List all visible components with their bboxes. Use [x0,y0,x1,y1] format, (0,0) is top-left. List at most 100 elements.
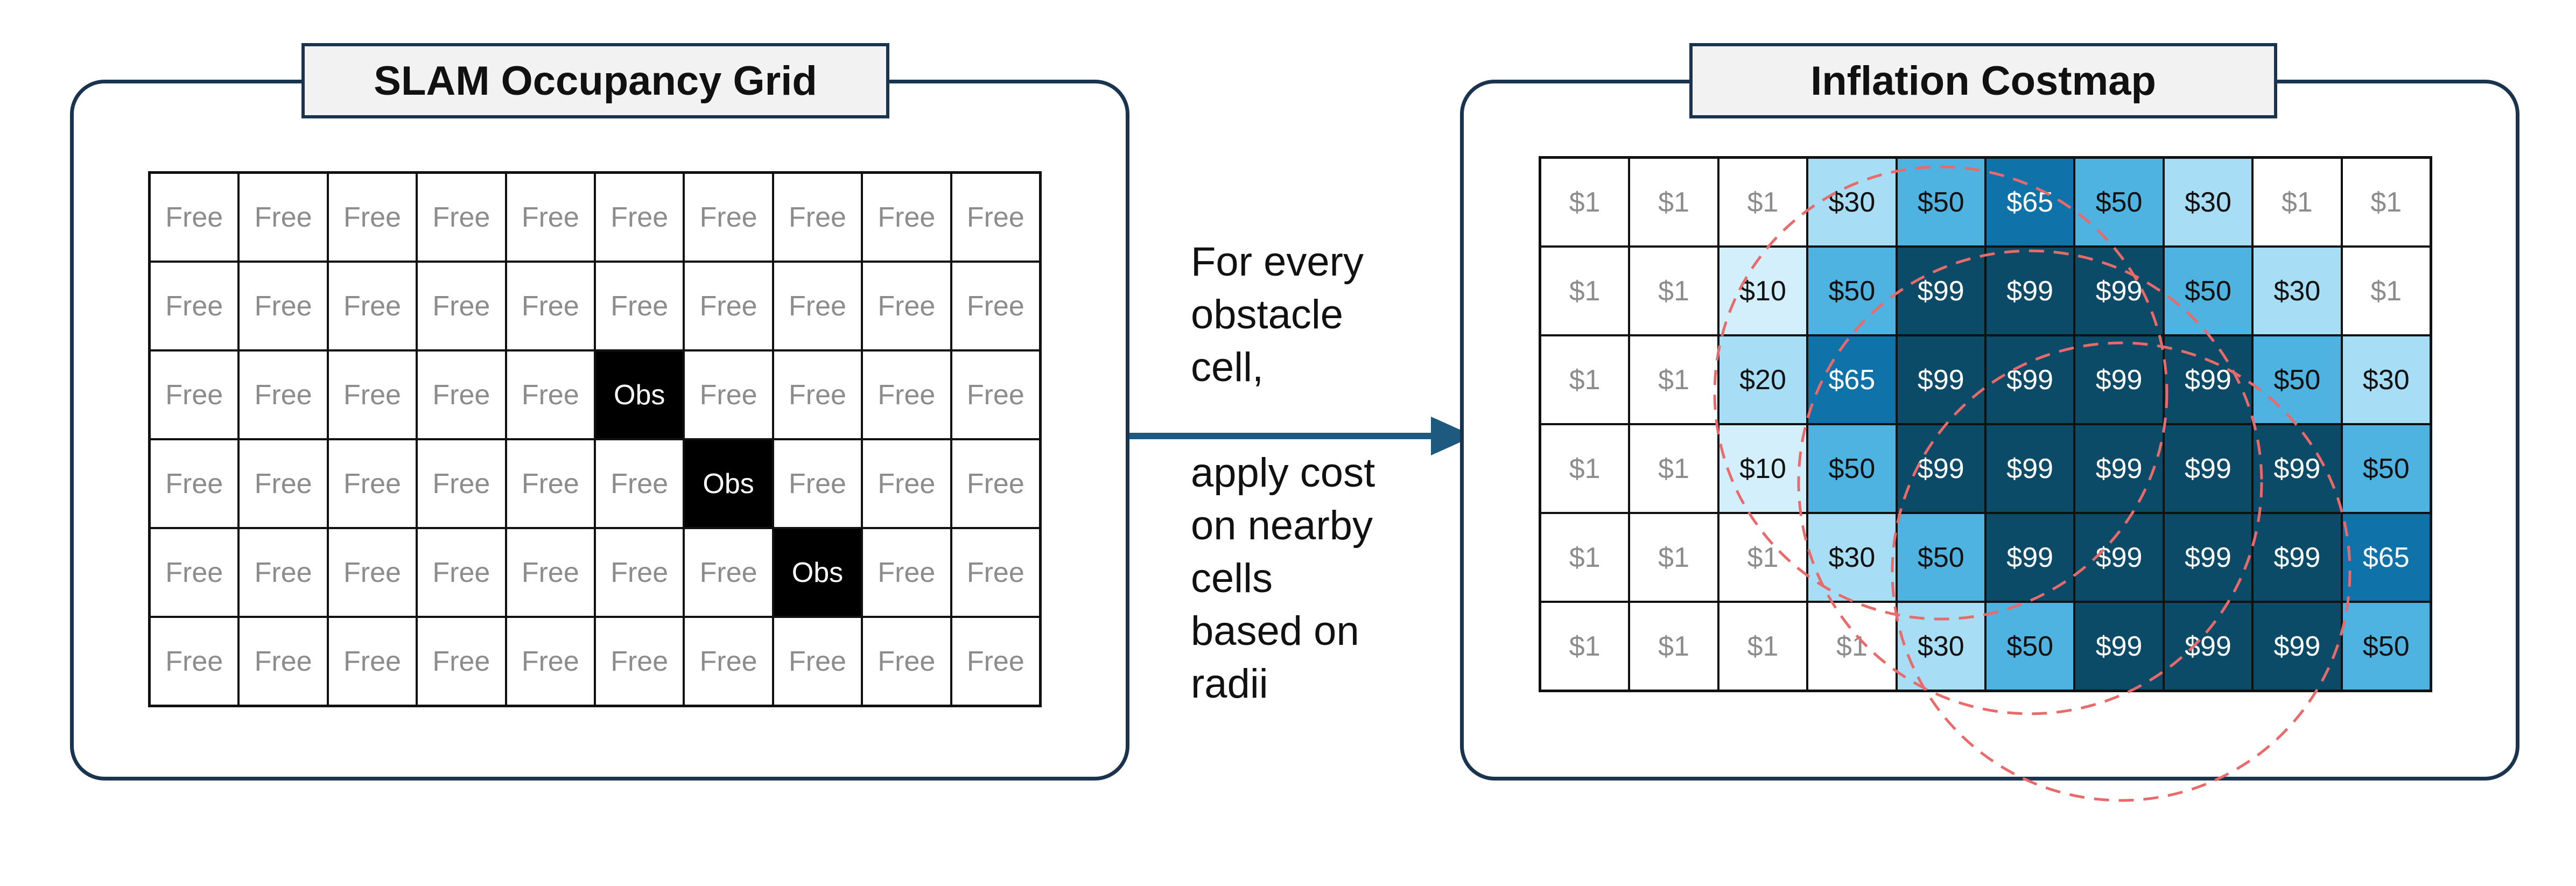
cost-cell: $99 [2252,424,2342,513]
free-cell: Free [506,617,595,706]
free-cell: Free [506,528,595,617]
cost-cell: $50 [2341,602,2431,691]
free-cell: Free [327,528,417,617]
free-cell: Free [951,350,1040,439]
cost-cell: $30 [2252,247,2342,335]
cost-cell: $99 [2074,424,2164,513]
cost-cell: $30 [2341,335,2431,424]
free-cell: Free [506,262,595,350]
cost-cell: $99 [1896,335,1985,424]
cost-cell: $1 [1718,513,1808,602]
cost-cell: $99 [1985,335,2075,424]
free-cell: Free [773,439,862,528]
cost-cell: $99 [2074,247,2164,335]
cost-cell: $50 [1985,602,2075,691]
obstacle-cell: Obs [773,528,862,617]
cost-cell: $1 [1629,602,1718,691]
free-cell: Free [684,617,773,706]
cost-cell: $99 [1985,424,2075,513]
cost-cell: $99 [2074,602,2164,691]
obstacle-cell: Obs [594,350,684,439]
free-cell: Free [951,173,1040,262]
free-cell: Free [150,350,239,439]
cost-cell: $1 [2341,247,2431,335]
cost-cell: $99 [2163,335,2253,424]
free-cell: Free [862,617,951,706]
cost-cell: $1 [1629,158,1718,247]
description-line: based on [1191,608,1359,654]
inflation-costmap-title: Inflation Costmap [1689,43,2277,118]
cost-cell: $30 [2163,158,2253,247]
free-cell: Free [150,617,239,706]
cost-cell: $99 [2252,513,2342,602]
free-cell: Free [417,528,506,617]
free-cell: Free [417,173,506,262]
description-line: obstacle [1191,292,1344,337]
free-cell: Free [238,173,328,262]
free-cell: Free [773,617,862,706]
free-cell: Free [150,262,239,350]
free-cell: Free [594,262,684,350]
free-cell: Free [951,262,1040,350]
cost-cell: $99 [2074,513,2164,602]
cost-cell: $99 [2163,602,2253,691]
free-cell: Free [684,173,773,262]
free-cell: Free [862,262,951,350]
free-cell: Free [951,528,1040,617]
cost-cell: $65 [2341,513,2431,602]
description-line: apply cost [1191,450,1375,496]
cost-cell: $99 [1985,247,2075,335]
obstacle-cell: Obs [684,439,773,528]
free-cell: Free [150,528,239,617]
free-cell: Free [594,439,684,528]
cost-cell: $10 [1718,247,1808,335]
cost-cell: $99 [2074,335,2164,424]
cost-cell: $30 [1807,158,1897,247]
cost-cell: $99 [2252,602,2342,691]
cost-cell: $1 [1629,424,1718,513]
free-cell: Free [238,262,328,350]
cost-cell: $50 [2341,424,2431,513]
cost-cell: $10 [1718,424,1808,513]
cost-cell: $1 [1540,335,1630,424]
process-description: For every obstacle cell, apply cost on n… [1191,236,1417,711]
cost-cell: $50 [1896,158,1985,247]
cost-cell: $1 [1540,158,1630,247]
free-cell: Free [150,173,239,262]
free-cell: Free [327,262,417,350]
free-cell: Free [417,262,506,350]
free-cell: Free [417,617,506,706]
cost-cell: $50 [1807,247,1897,335]
cost-cell: $1 [1540,513,1630,602]
cost-cell: $1 [1629,335,1718,424]
cost-cell: $50 [2163,247,2253,335]
cost-cell: $99 [1985,513,2075,602]
cost-cell: $30 [1896,602,1985,691]
free-cell: Free [862,439,951,528]
free-cell: Free [327,173,417,262]
free-cell: Free [684,350,773,439]
description-line: cells [1191,555,1273,601]
free-cell: Free [327,350,417,439]
free-cell: Free [238,528,328,617]
free-cell: Free [594,617,684,706]
cost-cell: $1 [1718,158,1808,247]
free-cell: Free [684,262,773,350]
description-line: on nearby [1191,503,1373,549]
cost-cell: $65 [1807,335,1897,424]
free-cell: Free [684,528,773,617]
cost-cell: $50 [2074,158,2164,247]
cost-cell: $50 [2252,335,2342,424]
cost-cell: $99 [2163,424,2253,513]
free-cell: Free [238,350,328,439]
free-cell: Free [862,350,951,439]
free-cell: Free [417,439,506,528]
free-cell: Free [238,617,328,706]
cost-cell: $99 [2163,513,2253,602]
right-arrow-icon [1129,417,1474,455]
cost-cell: $1 [2252,158,2342,247]
cost-cell: $99 [1896,247,1985,335]
free-cell: Free [594,173,684,262]
free-cell: Free [951,617,1040,706]
